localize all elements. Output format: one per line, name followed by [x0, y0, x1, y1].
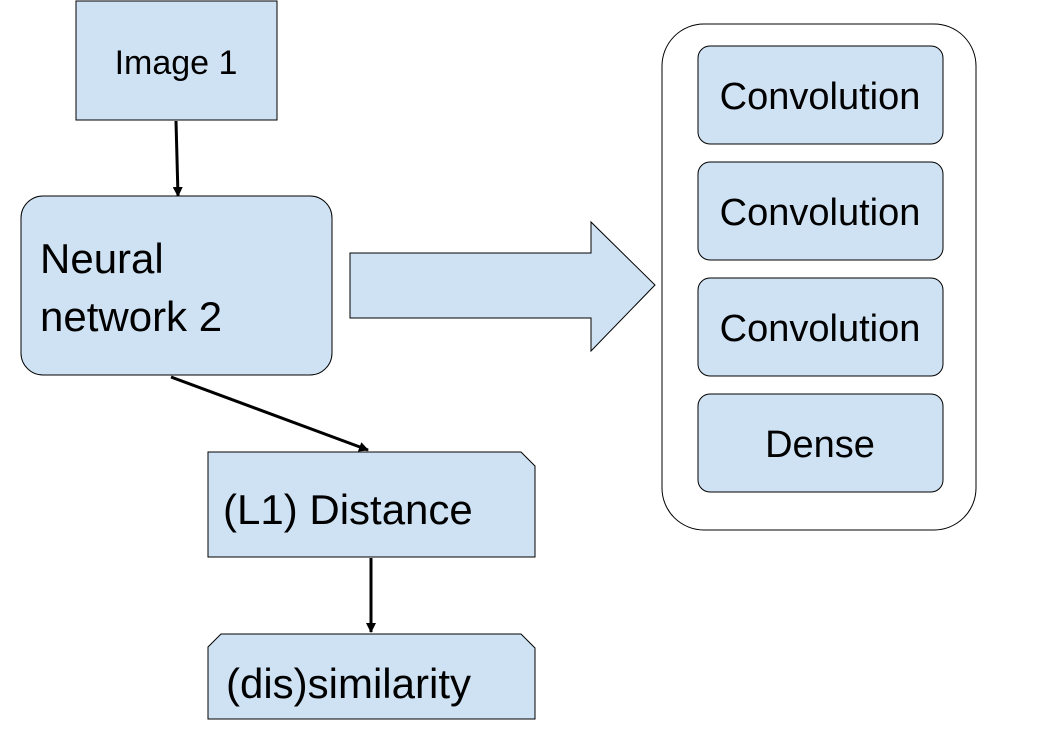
arrow-network-to-distance	[170, 375, 369, 452]
image-node-label: Image 1	[115, 44, 238, 82]
layer-box-conv-3	[697, 277, 944, 377]
layer-box-conv-2	[697, 161, 944, 261]
distance-node-box	[207, 451, 536, 558]
network-node-box	[20, 195, 333, 376]
layer-box-dense	[697, 393, 944, 493]
similarity-node-label: (dis)similarity	[226, 660, 471, 707]
layer-box-conv-1	[697, 45, 944, 145]
arrow-image-to-network	[172, 120, 183, 197]
similarity-node-box	[207, 633, 536, 720]
layer-label-conv-2: Convolution	[720, 192, 921, 234]
distance-node-label: (L1) Distance	[223, 486, 473, 533]
layer-label-conv-1: Convolution	[720, 76, 921, 118]
expand-block-arrow	[349, 220, 656, 353]
network-node-label-line2: network 2	[40, 293, 222, 340]
layer-label-conv-3: Convolution	[720, 308, 921, 350]
image-node-box	[75, 0, 278, 121]
network-node-label-line1: Neural	[40, 235, 164, 282]
layer-label-dense: Dense	[765, 424, 875, 466]
